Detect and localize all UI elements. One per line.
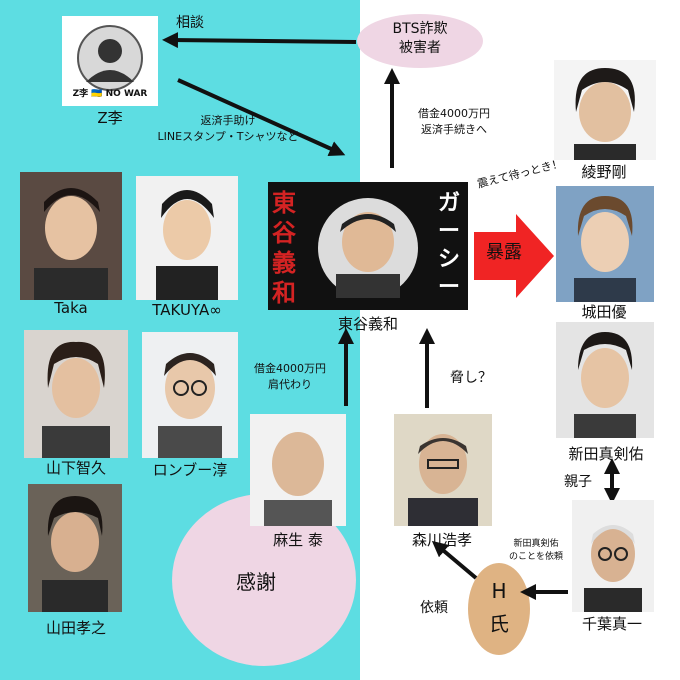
- ayano-name: 綾野剛: [581, 163, 627, 181]
- londonboots-photo: [142, 332, 238, 458]
- arrow-hshi-to-morikawa: [431, 540, 478, 580]
- yamada-photo: [28, 484, 122, 612]
- yamashita-name: 山下智久: [45, 459, 107, 477]
- bts-victim-bubble: [357, 14, 483, 68]
- yamada-portrait-icon: [28, 484, 122, 612]
- morikawa-portrait-icon: [394, 414, 492, 526]
- arrow-bts-to-zri: [162, 32, 357, 49]
- ayano-portrait-icon: [554, 60, 656, 160]
- banner-right-text: ガーシー: [438, 191, 461, 300]
- h-shi-bubble: [468, 563, 530, 655]
- bts-victim-line2: 被害者: [399, 40, 441, 56]
- arata-name: 新田真剣佑: [568, 445, 644, 463]
- taka-portrait-icon: [20, 172, 122, 300]
- z-ri-avatar-icon: [62, 16, 158, 106]
- londonboots-name: ロンブー淳: [152, 461, 228, 479]
- aso-name: 麻生 泰: [273, 531, 323, 549]
- hensai-label-line1: 返済手助け: [200, 114, 256, 127]
- z-ri-photo: [62, 16, 158, 106]
- higashitani-portrait-icon: [268, 182, 468, 310]
- ayano-photo: [554, 60, 656, 160]
- morikawa-photo: [394, 414, 492, 526]
- aso-photo: [250, 414, 346, 526]
- shirota-name: 城田優: [581, 303, 627, 321]
- thanks-text: 感謝: [236, 570, 276, 594]
- oyako-label: 親子: [564, 474, 592, 490]
- shirota-portrait-icon: [556, 186, 654, 302]
- takuya-name: TAKUYA∞: [152, 301, 222, 319]
- aso-portrait-icon: [250, 414, 346, 526]
- chiba-name: 千葉真一: [581, 615, 643, 633]
- morikawa-name: 森川浩孝: [411, 531, 473, 549]
- irai-label: 依頼: [420, 600, 448, 616]
- shakkin-top-line1: 借金4000万円: [418, 107, 490, 120]
- chiba-photo: [572, 500, 654, 612]
- takuya-photo: [136, 176, 238, 300]
- shakkin-left-line1: 借金4000万円: [254, 362, 326, 375]
- soudan-label: 相談: [176, 15, 204, 31]
- irai-note-line1: 新田真剣佑: [513, 539, 559, 549]
- bakuro-text: 暴露: [486, 242, 522, 263]
- yamada-name: 山田孝之: [45, 619, 107, 637]
- shakkin-left-line2: 肩代わり: [268, 378, 312, 391]
- higashitani-name: 東谷義和: [337, 315, 399, 333]
- arata-photo: [556, 322, 654, 438]
- shirota-photo: [556, 186, 654, 302]
- hensai-label-line2: LINEスタンプ・Tシャツなど: [157, 130, 299, 143]
- shakkin-top-line2: 返済手続きへ: [421, 123, 487, 136]
- arrow-zri-to-higashitani: [177, 78, 346, 157]
- londonboots-portrait-icon: [142, 332, 238, 458]
- bts-victim-line1: BTS詐欺: [392, 21, 448, 37]
- higashitani-banner: [268, 182, 468, 310]
- chiba-portrait-icon: [572, 500, 654, 612]
- yamashita-portrait-icon: [24, 330, 128, 458]
- h-shi-line2: 氏: [489, 612, 509, 636]
- takuya-portrait-icon: [136, 176, 238, 300]
- z-ri-name: Z李: [97, 109, 123, 127]
- h-shi-line1: H: [491, 579, 507, 603]
- irai-note-line2: のことを依頼: [508, 552, 564, 562]
- odoshi-label: 脅し？: [450, 370, 492, 386]
- taka-photo: [20, 172, 122, 300]
- red-bakuro-arrow: [474, 214, 554, 298]
- yamashita-photo: [24, 330, 128, 458]
- taka-name: Taka: [54, 299, 88, 317]
- arata-portrait-icon: [556, 322, 654, 438]
- banner-left-text: 東谷義和: [272, 189, 296, 307]
- z-ri-badge: Z李 🇺🇦 NO WAR: [72, 89, 148, 99]
